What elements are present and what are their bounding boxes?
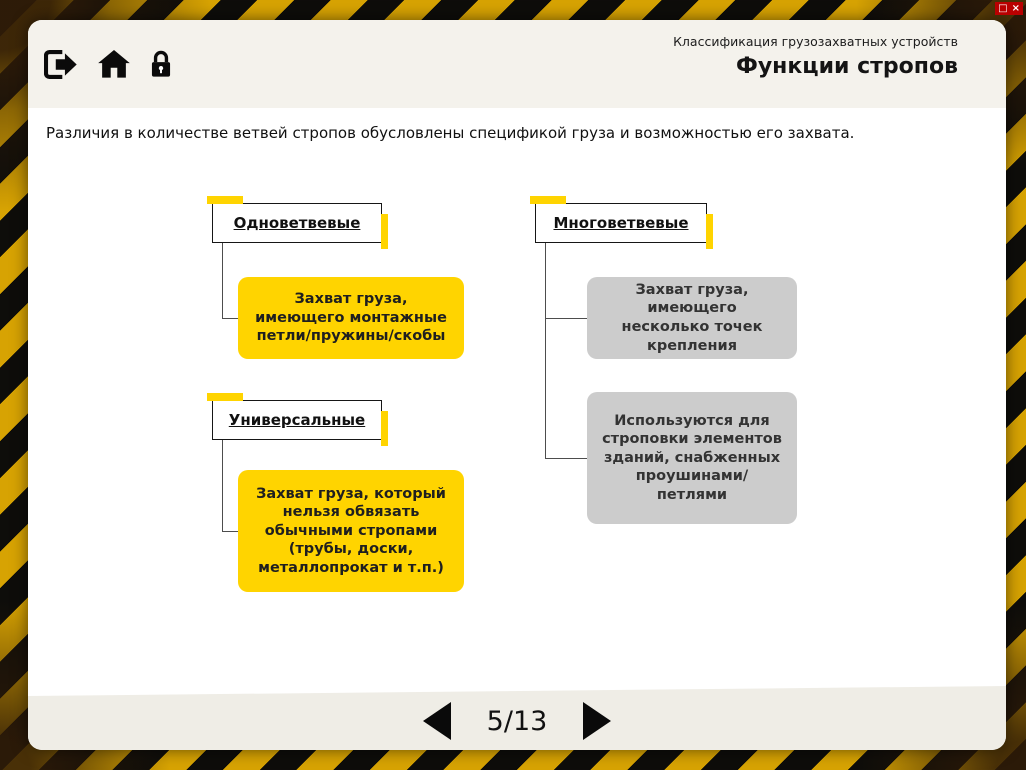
multi-branch-label[interactable]: Многоветвевые <box>530 196 713 249</box>
lock-icon <box>151 50 171 77</box>
window-controls: □ × <box>995 2 1023 15</box>
connector-line <box>545 243 546 458</box>
toolbar <box>44 46 172 82</box>
universal-label[interactable]: Универсальные <box>207 393 388 446</box>
header: Классификация грузозахватных устройств Ф… <box>28 20 1006 108</box>
breadcrumb: Классификация грузозахватных устройств <box>673 34 958 49</box>
universal-desc: Захват груза, который нельзя обвязать об… <box>238 470 464 592</box>
single-branch-desc-text: Захват груза, имеющего монтажные петли/п… <box>255 291 447 345</box>
intro-text: Различия в количестве ветвей стропов обу… <box>46 124 855 142</box>
home-button[interactable] <box>98 49 130 79</box>
connector-line <box>545 458 587 459</box>
connector-line <box>222 243 223 318</box>
title-block: Классификация грузозахватных устройств Ф… <box>673 20 1006 108</box>
slide-content: Различия в количестве ветвей стропов обу… <box>28 20 1006 750</box>
universal-desc-text: Захват груза, который нельзя обвязать об… <box>256 485 446 576</box>
multi-branch-desc-1: Захват груза, имеющего несколько точек к… <box>587 277 797 359</box>
multi-branch-label-text: Многоветвевые <box>553 214 689 232</box>
exit-icon <box>44 49 77 79</box>
multi-branch-desc-2-text: Используются для строповки элементов зда… <box>602 412 782 503</box>
next-button[interactable] <box>583 702 612 740</box>
single-branch-label[interactable]: Одноветвевые <box>207 196 388 249</box>
single-branch-desc: Захват груза, имеющего монтажные петли/п… <box>238 277 464 359</box>
next-arrow-icon <box>583 702 612 740</box>
home-icon <box>98 49 130 78</box>
page-indicator: 5/13 <box>486 705 548 737</box>
prev-arrow-icon <box>422 702 451 740</box>
exit-button[interactable] <box>44 49 78 79</box>
single-branch-label-text: Одноветвевые <box>233 214 361 232</box>
footer: 5/13 <box>28 686 1006 750</box>
connector-line <box>545 318 587 319</box>
universal-label-text: Универсальные <box>228 411 366 429</box>
multi-branch-desc-2: Используются для строповки элементов зда… <box>587 392 797 524</box>
lock-button[interactable] <box>150 50 172 79</box>
page-title: Функции стропов <box>736 54 958 79</box>
window-restore-icon[interactable]: □ <box>998 3 1008 14</box>
course-window: Классификация грузозахватных устройств Ф… <box>28 20 1006 750</box>
connector-line <box>222 440 223 531</box>
multi-branch-desc-1-text: Захват груза, имеющего несколько точек к… <box>621 281 763 354</box>
window-close-icon[interactable]: × <box>1011 3 1020 14</box>
connector-line <box>222 531 238 532</box>
connector-line <box>222 318 238 319</box>
prev-button[interactable] <box>422 702 451 740</box>
